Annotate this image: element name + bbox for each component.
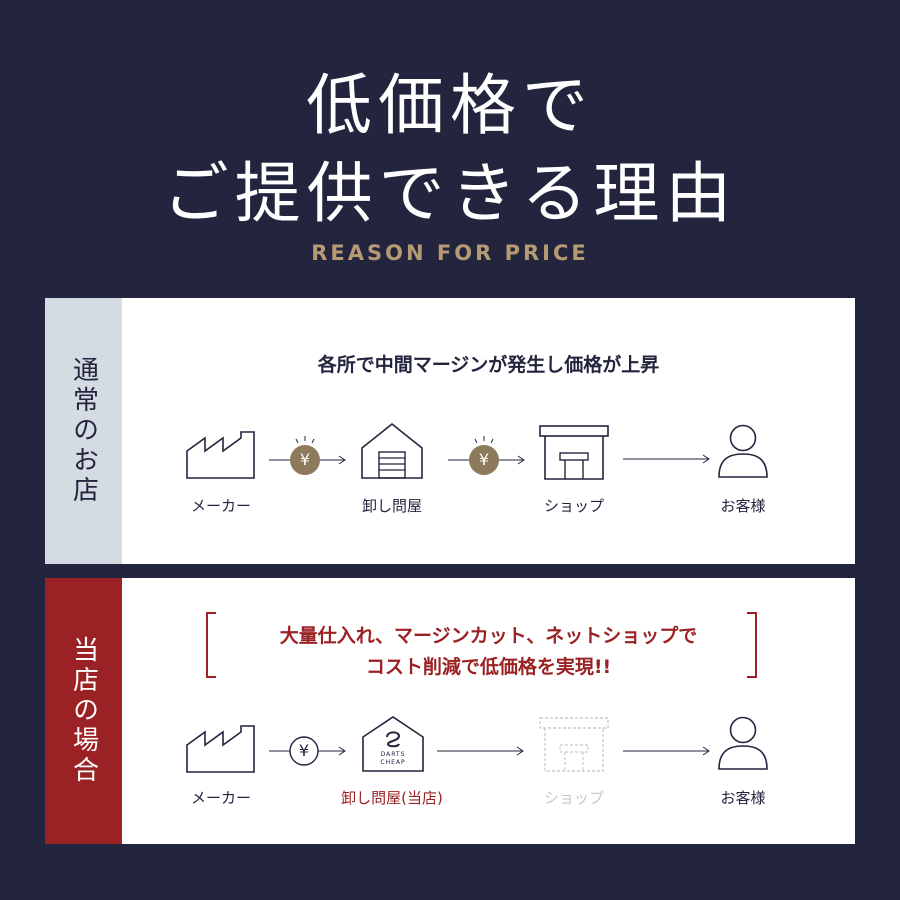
our-store-side-tab: 当店の場合	[45, 578, 122, 844]
step-label-maker: メーカー	[190, 789, 251, 807]
page-title-line2: ご提供できる理由	[162, 155, 738, 232]
normal-store-panel: 通常のお店 各所で中間マージンが発生し価格が上昇 ¥ ¥	[45, 298, 855, 564]
yen-coin-label-2: ¥	[478, 450, 490, 469]
our-store-side-label: 当店の場合	[68, 636, 99, 786]
step-label-customer: お客様	[720, 497, 766, 515]
arrow-icon	[437, 746, 524, 756]
arrow-icon	[623, 746, 710, 756]
arrow-yen-icon-1	[269, 436, 346, 475]
warehouse-icon	[361, 422, 423, 479]
customer-icon	[718, 716, 768, 770]
step-label-customer: お客様	[720, 789, 766, 807]
page-title-line1: 低価格で	[306, 67, 594, 144]
customer-icon	[718, 424, 768, 478]
house-text-line1: DARTS	[380, 751, 406, 758]
arrow-icon	[623, 454, 710, 464]
shop-icon	[539, 425, 609, 480]
step-label-wholesaler-our-store: 卸し問屋(当店)	[341, 789, 443, 807]
right-bracket	[747, 612, 757, 678]
our-store-headline: 大量仕入れ、マージンカット、ネットショップで コスト削減で低価格を実現!!	[122, 621, 855, 683]
arrow-yen-outline-icon	[269, 736, 346, 766]
normal-store-headline: 各所で中間マージンが発生し価格が上昇	[317, 354, 660, 376]
house-text-line2: CHEAP	[380, 759, 406, 766]
step-label-wholesaler: 卸し問屋	[361, 497, 422, 515]
step-label-shop: ショップ	[543, 497, 604, 515]
left-bracket	[206, 612, 216, 678]
factory-icon	[186, 725, 255, 773]
page-subtitle: REASON FOR PRICE	[311, 241, 589, 265]
normal-store-side-label: 通常のお店	[68, 356, 99, 506]
yen-outline-label: ¥	[298, 741, 310, 760]
normal-store-side-tab: 通常のお店	[45, 298, 122, 564]
shop-icon-faded	[539, 717, 609, 772]
step-label-maker: メーカー	[190, 497, 251, 515]
factory-icon	[186, 431, 255, 479]
our-store-panel: 当店の場合 大量仕入れ、マージンカット、ネットショップで コスト削減で低価格を実…	[45, 578, 855, 844]
step-label-shop-faded: ショップ	[543, 789, 604, 807]
arrow-yen-icon-2	[448, 436, 525, 475]
our-store-headline-line2: コスト削減で低価格を実現!!	[365, 656, 612, 678]
darts-cheap-house-icon	[362, 716, 424, 772]
yen-coin-label-1: ¥	[299, 450, 311, 469]
our-store-headline-line1: 大量仕入れ、マージンカット、ネットショップで	[279, 625, 698, 647]
